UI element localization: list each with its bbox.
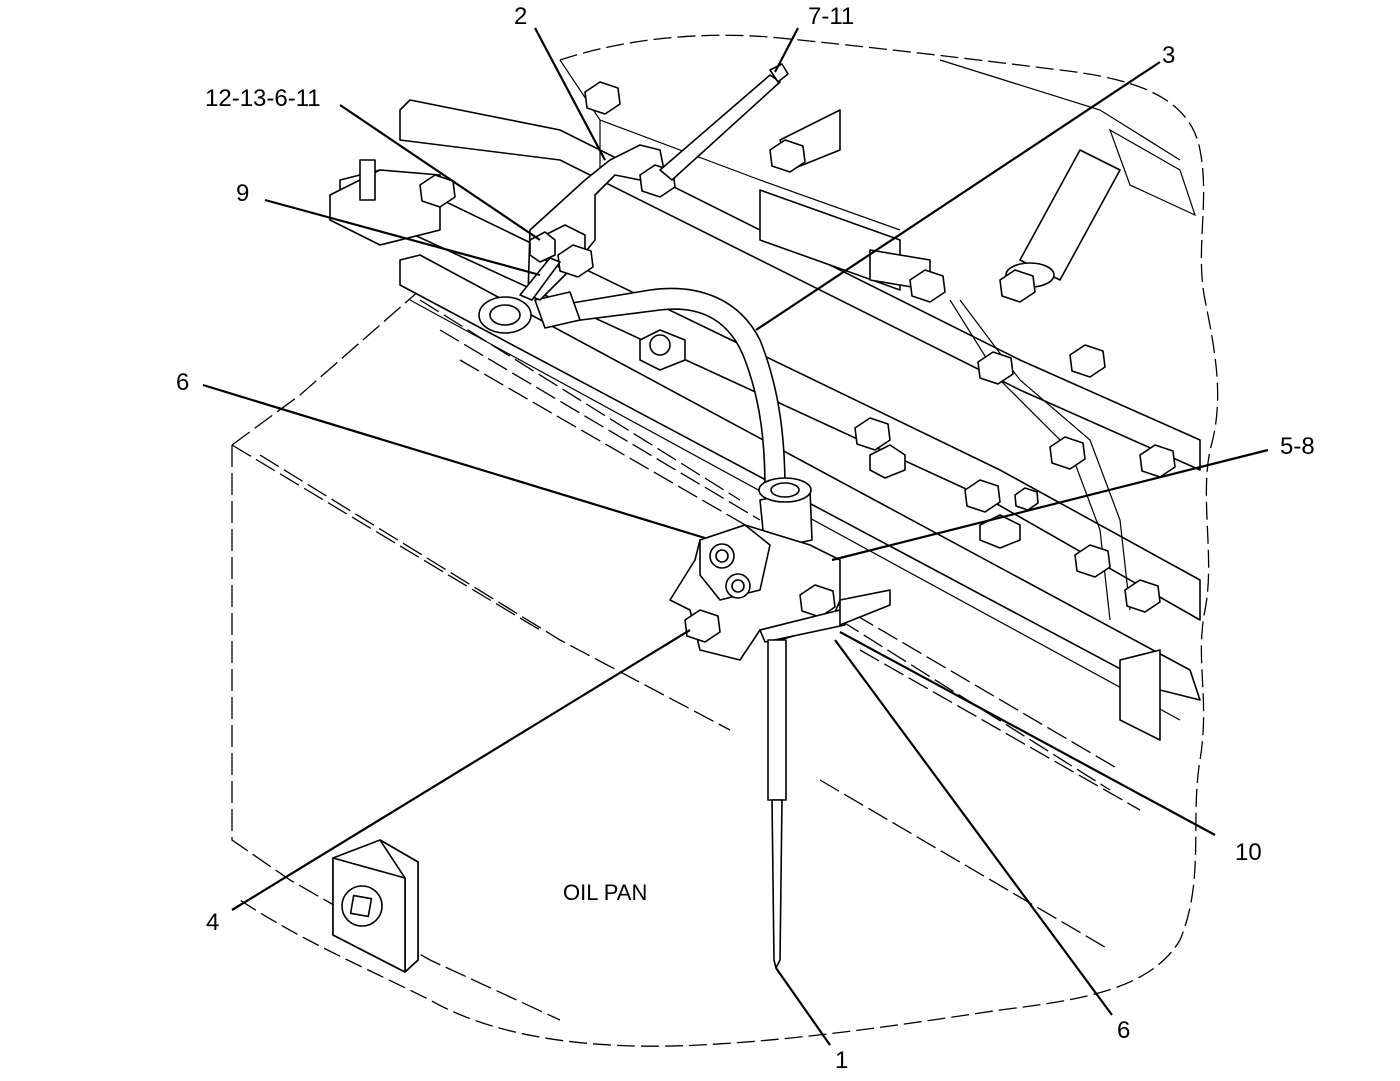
leader-6-bottom bbox=[834, 639, 1113, 1016]
drain-plug bbox=[332, 839, 419, 973]
dipstick-rod bbox=[767, 639, 787, 969]
leader-1 bbox=[775, 967, 831, 1046]
callout-6-left: 6 bbox=[176, 369, 189, 396]
callout-10: 10 bbox=[1235, 839, 1262, 866]
tube-bracket bbox=[519, 144, 676, 301]
tube-support bbox=[669, 477, 891, 661]
callout-6-bottom: 6 bbox=[1117, 1017, 1130, 1044]
leader-lines bbox=[202, 27, 1269, 1046]
engine-bolts bbox=[419, 81, 1176, 613]
leader-7-11 bbox=[774, 27, 799, 73]
leader-9 bbox=[264, 198, 541, 277]
detail-boundary bbox=[239, 34, 1219, 1047]
callout-5-8: 5-8 bbox=[1280, 433, 1315, 460]
leader-3 bbox=[755, 61, 1161, 331]
callout-4: 4 bbox=[206, 909, 219, 936]
leader-2 bbox=[534, 27, 606, 161]
callout-2: 2 bbox=[514, 3, 527, 30]
callout-1: 1 bbox=[835, 1047, 848, 1074]
callout-3: 3 bbox=[1162, 42, 1175, 69]
leader-10 bbox=[839, 631, 1216, 836]
leader-12-13-6-11 bbox=[339, 104, 541, 241]
leader-6-left bbox=[202, 383, 706, 540]
leader-5-8 bbox=[831, 448, 1269, 562]
callout-7-11: 7-11 bbox=[808, 3, 854, 30]
leader-4 bbox=[231, 629, 691, 911]
callouts: 1 2 3 4 5-8 6 6 7-11 9 10 12-13-6-11 OIL… bbox=[176, 3, 1315, 1074]
callout-12-13-6-11: 12-13-6-11 bbox=[205, 85, 321, 112]
oil-pan bbox=[231, 289, 1141, 1021]
oil-pan-label: OIL PAN bbox=[563, 880, 647, 905]
callout-9: 9 bbox=[236, 180, 249, 207]
dipstick-handle bbox=[659, 63, 789, 181]
